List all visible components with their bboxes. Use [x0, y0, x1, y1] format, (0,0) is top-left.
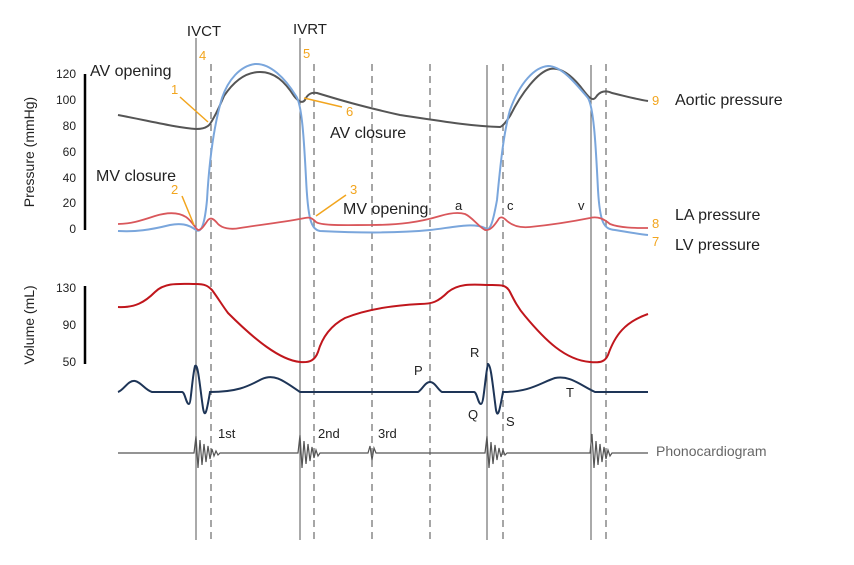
event-numbers: 1 2 3 4 5 6 [171, 46, 357, 197]
ecg-trace [117, 362, 648, 415]
volume-ticks: 130 90 50 [56, 281, 76, 369]
event-number: 6 [346, 104, 353, 119]
curve-number: 8 [652, 216, 659, 231]
event-lines [195, 38, 592, 540]
pressure-tick: 120 [56, 67, 76, 81]
first-heart-sound-label: 1st [218, 426, 236, 441]
av-closure-label: AV closure [330, 125, 406, 142]
c-wave-label: c [507, 198, 514, 213]
volume-tick: 90 [63, 318, 77, 332]
third-heart-sound-label: 3rd [378, 426, 397, 441]
aortic-pressure-label: Aortic pressure [675, 92, 783, 109]
aortic-pressure-curve [117, 67, 649, 131]
la-pressure-label: LA pressure [675, 207, 760, 224]
curve-labels: 9 Aortic pressure 8 LA pressure 7 LV pre… [652, 92, 783, 254]
ecg-labels: P Q R S T [414, 345, 574, 429]
r-wave-label: R [470, 345, 479, 360]
heart-sound-labels: 1st 2nd 3rd [218, 426, 397, 441]
volume-axis-label: Volume (mL) [21, 285, 37, 364]
second-heart-sound-label: 2nd [318, 426, 340, 441]
event-number: 5 [303, 46, 310, 61]
a-wave-label: a [455, 198, 463, 213]
event-number: 3 [350, 182, 357, 197]
event-number: 2 [171, 182, 178, 197]
curve-number: 9 [652, 93, 659, 108]
leader-mv-closure [181, 195, 195, 226]
q-wave-label: Q [468, 407, 478, 422]
phonocardiogram-trace [118, 433, 648, 469]
pressure-tick: 40 [63, 171, 77, 185]
ivrt-label: IVRT [293, 21, 327, 38]
curve-number: 7 [652, 234, 659, 249]
leader-mv-opening [315, 194, 347, 217]
event-labels: AV opening MV closure MV opening AV clos… [90, 63, 428, 218]
la-pressure-curve [117, 212, 649, 232]
s-wave-label: S [506, 414, 515, 429]
pressure-tick: 100 [56, 93, 76, 107]
t-wave-label: T [566, 385, 574, 400]
mv-opening-label: MV opening [343, 201, 428, 218]
atrial-wave-labels: a c v [455, 198, 585, 213]
phonocardiogram-label: Phonocardiogram [656, 443, 767, 459]
leader-av-opening [179, 96, 209, 123]
ventricular-volume-curve [117, 282, 649, 364]
pressure-tick: 80 [63, 119, 77, 133]
leader-av-closure [303, 97, 343, 108]
pressure-tick: 0 [69, 222, 76, 236]
ivct-label: IVCT [187, 23, 221, 40]
pressure-tick: 60 [63, 145, 77, 159]
annotation-leaders [179, 96, 347, 226]
lv-pressure-curve [117, 62, 649, 236]
event-number: 1 [171, 82, 178, 97]
av-opening-label: AV opening [90, 63, 172, 80]
pressure-tick: 20 [63, 196, 77, 210]
volume-tick: 50 [63, 355, 77, 369]
dashed-lines [210, 64, 607, 540]
v-wave-label: v [578, 198, 585, 213]
pressure-axis-label: Pressure (mmHg) [21, 97, 37, 207]
mv-closure-label: MV closure [96, 168, 176, 185]
p-wave-label: P [414, 363, 423, 378]
pressure-ticks: 120 100 80 60 40 20 0 [56, 67, 76, 236]
event-number: 4 [199, 48, 206, 63]
lv-pressure-label: LV pressure [675, 237, 760, 254]
volume-tick: 130 [56, 281, 76, 295]
